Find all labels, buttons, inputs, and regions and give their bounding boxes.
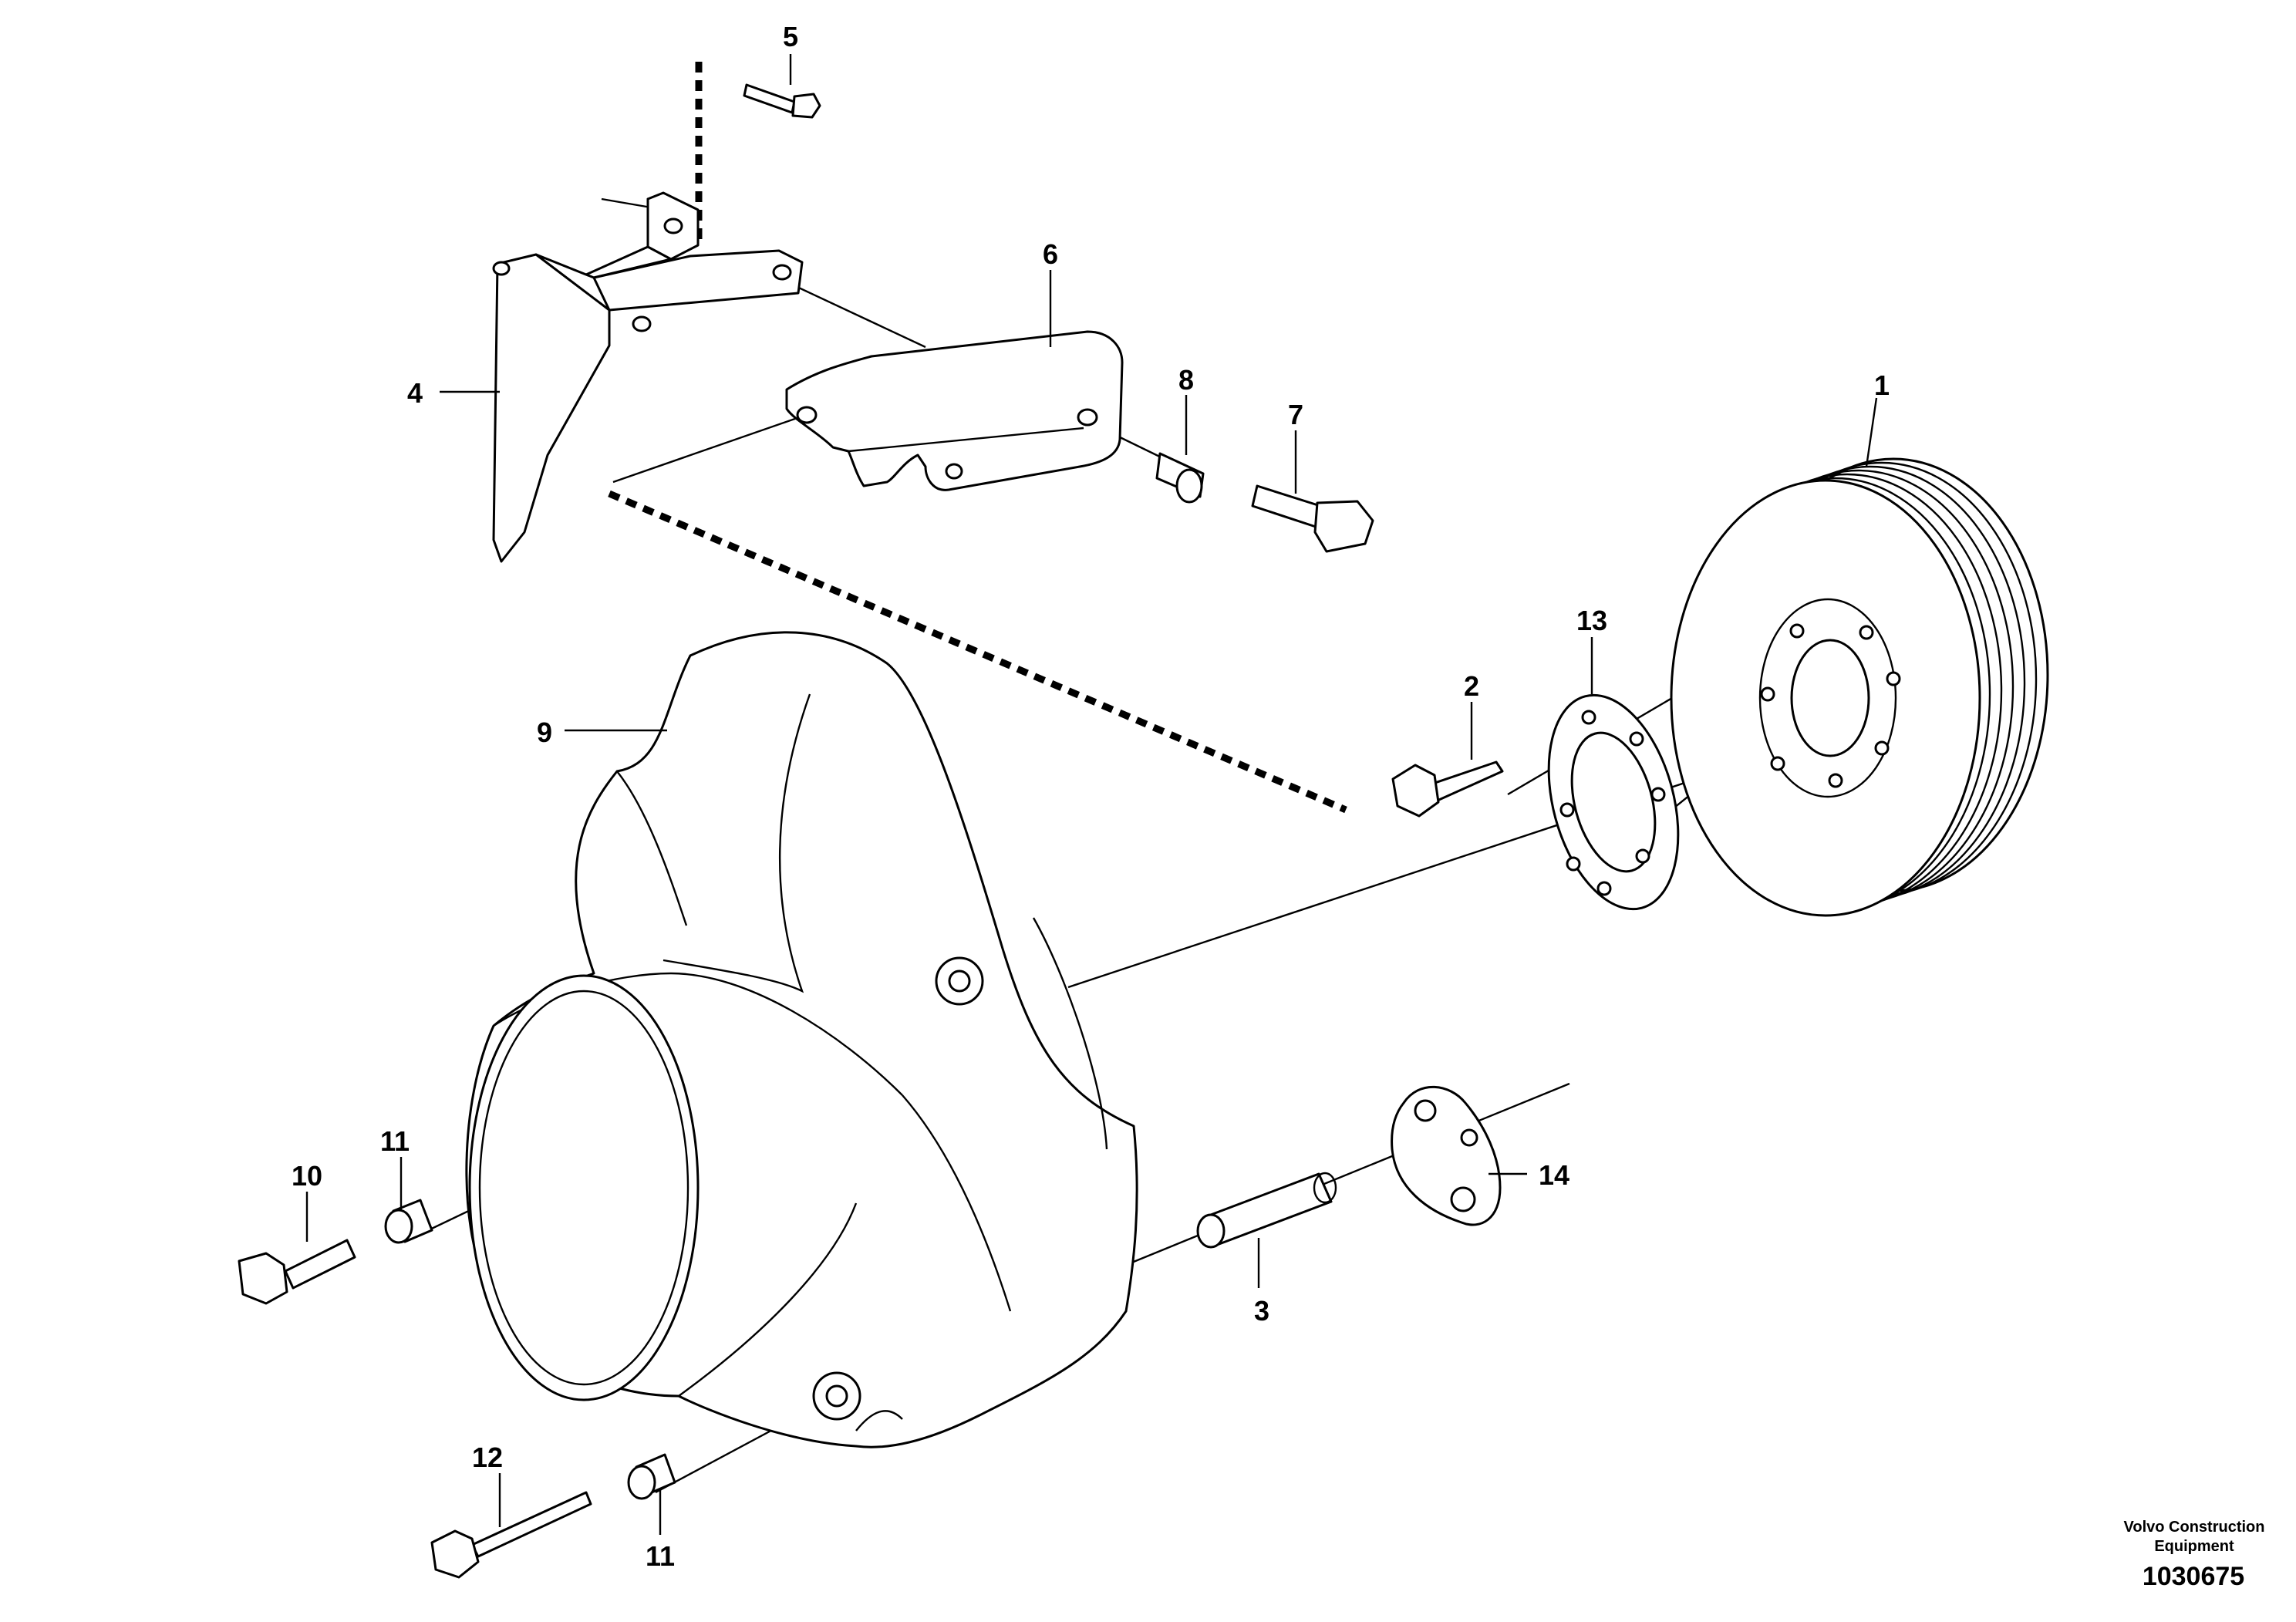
- spacer-11-lower: [627, 1453, 676, 1500]
- callout-9: 9: [537, 717, 552, 748]
- callout-13: 13: [1576, 605, 1607, 636]
- belt-guard-cover: [465, 631, 1138, 1448]
- callout-8: 8: [1178, 364, 1194, 396]
- bracket-plate: [785, 330, 1124, 491]
- leader-lines: [305, 54, 1878, 1535]
- callout-5: 5: [783, 21, 798, 52]
- callout-10: 10: [292, 1160, 322, 1192]
- callout-11-upper: 11: [380, 1125, 410, 1157]
- credit-line-1: Volvo Construction: [2123, 1519, 2265, 1536]
- bolt-10: [238, 1239, 356, 1305]
- callout-12: 12: [472, 1442, 503, 1473]
- flange-bolt-12: [430, 1491, 592, 1579]
- flange-bolt-7: [1251, 484, 1374, 553]
- flange-plate-13: [1547, 693, 1680, 911]
- bracket: [492, 191, 804, 563]
- publisher-credit: Volvo Construction Equipment: [2082, 1518, 2296, 1556]
- pulley-1: [1670, 457, 2049, 917]
- callout-2: 2: [1464, 670, 1479, 702]
- sleeve-3: [1196, 1172, 1337, 1249]
- spacer-8: [1155, 452, 1205, 504]
- spacer-11-upper: [384, 1199, 433, 1244]
- bolt-5: [743, 83, 821, 119]
- callout-3: 3: [1254, 1295, 1269, 1327]
- callout-4: 4: [407, 377, 423, 409]
- callout-11-lower: 11: [646, 1540, 675, 1572]
- callout-7: 7: [1288, 399, 1303, 430]
- document-number: 1030675: [2142, 1562, 2245, 1591]
- bolt-2: [1391, 760, 1504, 818]
- callout-6: 6: [1043, 238, 1058, 270]
- credit-line-2: Equipment: [2154, 1538, 2234, 1555]
- callout-labels: 1 2 3 4 5 6 7 8 9 10 11 11 12 13 14: [292, 21, 1890, 1572]
- gasket-plate-14: [1391, 1085, 1502, 1226]
- callout-1: 1: [1874, 369, 1890, 401]
- callout-14: 14: [1539, 1159, 1569, 1191]
